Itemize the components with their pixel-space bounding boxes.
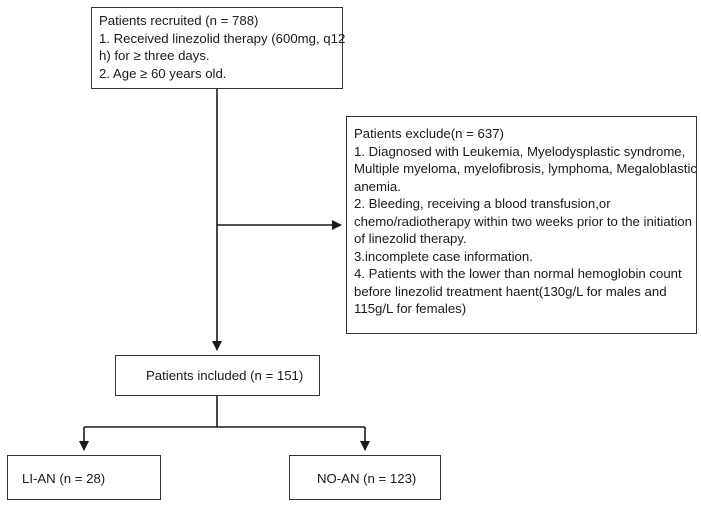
exclude-line: 2. Bleeding, receiving a blood transfusi… (354, 196, 611, 211)
li-an-label: LI-AN (n = 28) (22, 471, 106, 486)
exclude-line: Multiple myeloma, myelofibrosis, lymphom… (354, 161, 697, 176)
recruited-criterion-1-cont: h) for ≥ three days. (99, 48, 210, 63)
no-an-label: NO-AN (n = 123) (317, 471, 417, 486)
exclude-line: 115g/L for females) (354, 301, 467, 316)
exclude-line: of linezolid therapy. (354, 231, 467, 246)
li-an-box: LI-AN (n = 28) (7, 455, 161, 500)
patients-included-box: Patients included (n = 151) (115, 355, 320, 396)
exclude-title: Patients exclude(n = 637) (354, 126, 504, 141)
recruited-title: Patients recruited (n = 788) (99, 13, 259, 28)
exclude-line: chemo/radiotherapy within two weeks prio… (354, 213, 692, 229)
no-an-box: NO-AN (n = 123) (289, 455, 441, 500)
exclude-line: 3.incomplete case information. (354, 248, 533, 264)
exclude-line: before linezolid treatment haent(130g/L … (354, 283, 667, 299)
exclude-line: 1. Diagnosed with Leukemia, Myelodysplas… (354, 143, 686, 159)
exclude-line: 4. Patients with the lower than normal h… (354, 266, 682, 281)
patients-recruited-box: Patients recruited (n = 788) 1. Received… (91, 7, 346, 89)
recruited-criterion-2: 2. Age ≥ 60 years old. (99, 65, 227, 81)
recruited-criterion-1: 1. Received linezolid therapy (600mg, q1… (99, 30, 346, 46)
included-label: Patients included (n = 151) (146, 368, 304, 383)
exclude-line: anemia. (354, 178, 401, 194)
patients-exclude-box: Patients exclude(n = 637) 1. Diagnosed w… (346, 116, 697, 334)
